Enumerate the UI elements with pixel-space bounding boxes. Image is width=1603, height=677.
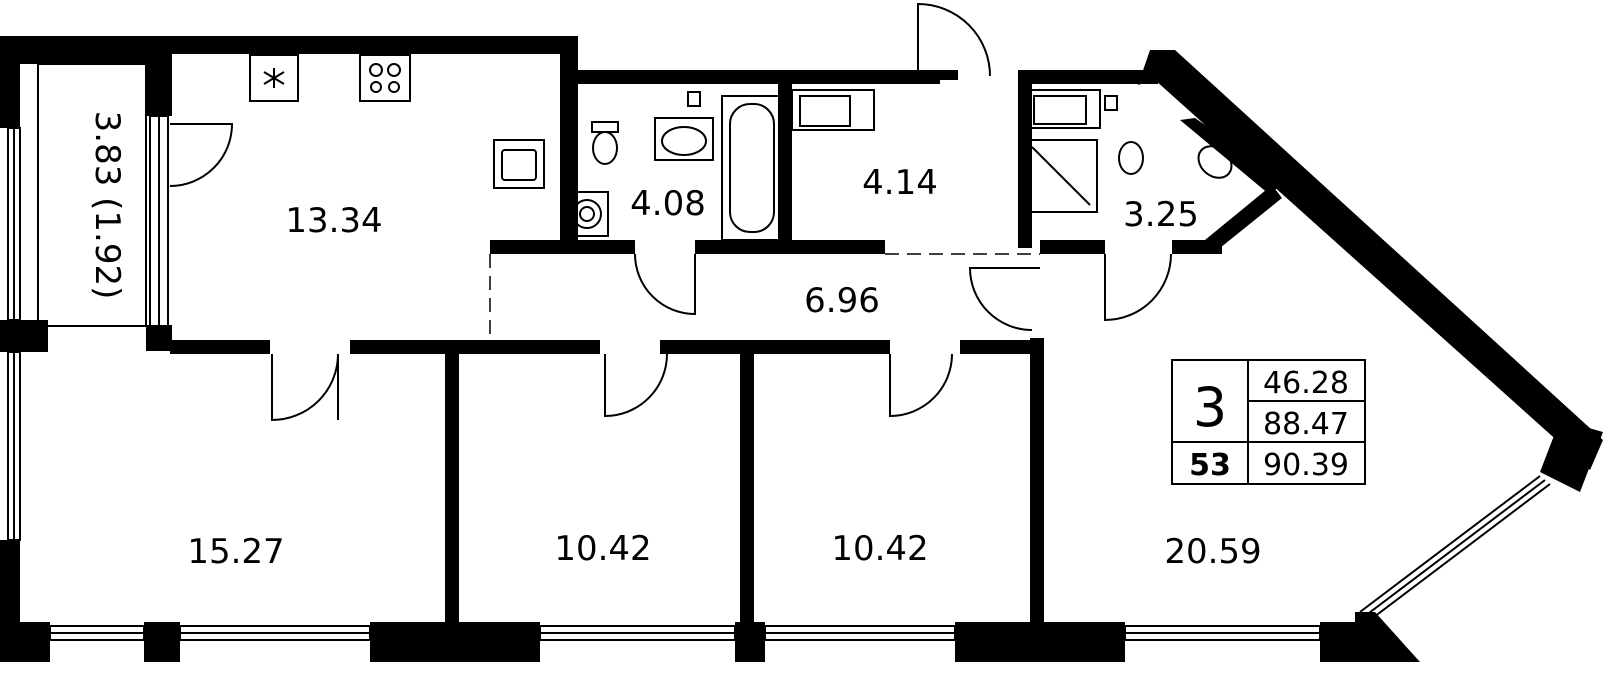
bedroom-3-area: 10.42: [831, 529, 928, 569]
wc-sink-icon: [1197, 145, 1233, 179]
bedroom-2-area: 10.42: [554, 529, 651, 569]
doors: [169, 2, 1172, 422]
balcony-frame: [37, 63, 147, 327]
zone-lines: [489, 253, 1040, 340]
summary-box: 3 53 46.28 88.47 90.39: [1171, 359, 1366, 485]
wc-area: 3.25: [1123, 195, 1199, 235]
stove-icon: [359, 54, 411, 102]
kitchen-sink-icon: [493, 139, 545, 189]
windows: [7, 115, 1551, 641]
hall-area: 6.96: [804, 281, 880, 321]
balcony-area: 3.83 (1.92): [87, 111, 127, 300]
bathtub-icon: [721, 95, 783, 241]
bedroom-1-area: 15.27: [187, 532, 284, 572]
bathroom-sink-icon: [654, 117, 714, 161]
rooms-count: 3: [1193, 376, 1227, 439]
wc-cabinet-icon: [1027, 89, 1101, 129]
fridge-icon: [249, 54, 299, 102]
washing-machine-icon: [565, 191, 609, 237]
apartment-number: 53: [1189, 448, 1231, 483]
shower-icon: [1024, 139, 1098, 213]
area-labels: 3.83 (1.92) 13.34 4.08 4.14 3.25 6.96 15…: [87, 111, 1262, 572]
kitchen-area: 13.34: [285, 201, 382, 241]
living-area: 46.28: [1263, 366, 1349, 401]
total-with-balcony: 90.39: [1263, 448, 1349, 483]
cabinet-icon: [791, 89, 875, 131]
living-room-area: 20.59: [1164, 532, 1261, 572]
wc-toilet-icon: [1118, 141, 1144, 175]
total-area: 88.47: [1263, 407, 1349, 442]
utility-area: 4.14: [862, 163, 938, 203]
fixtures: [249, 54, 1233, 241]
walls: [0, 36, 1603, 662]
toilet-icon: [591, 121, 619, 133]
bathroom-area: 4.08: [630, 184, 706, 224]
